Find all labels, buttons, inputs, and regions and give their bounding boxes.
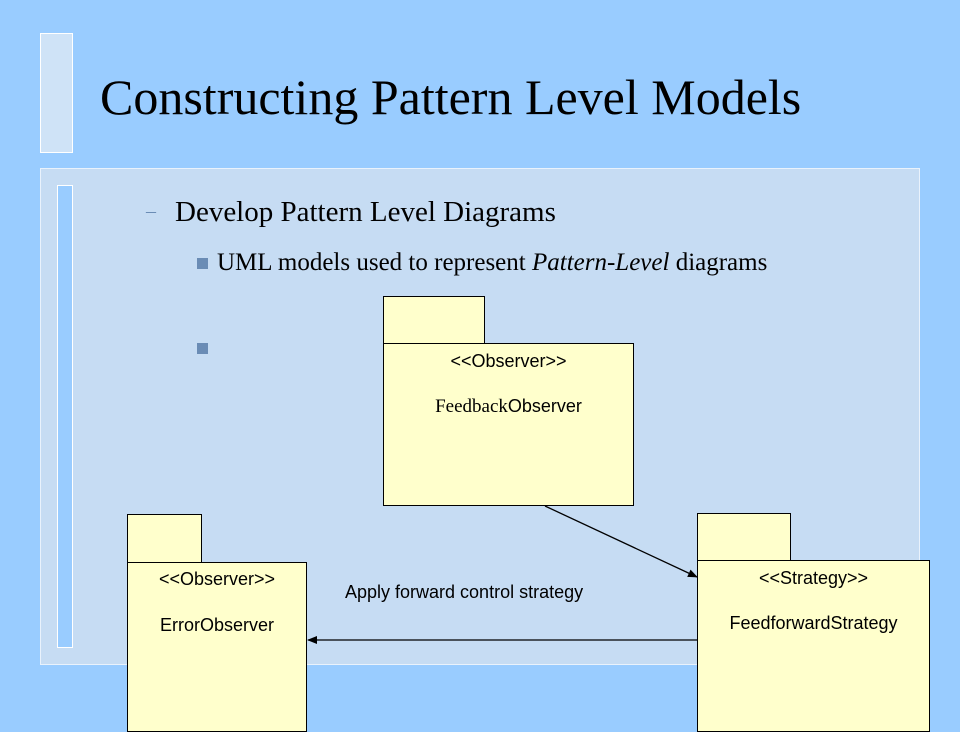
package-tab-error-observer [127, 514, 202, 564]
stereotype-label: <<Observer>> [158, 569, 276, 589]
bullet-level2-uml: UML models used to represent Pattern-Lev… [217, 245, 817, 281]
stereotype-label: <<Observer>> [450, 351, 567, 371]
package-feedback-observer[interactable] [383, 343, 634, 506]
bullet-text-pre: UML models used to represent [217, 249, 532, 276]
square-bullet-icon [197, 258, 208, 269]
bullet-text-post: diagrams [669, 249, 768, 276]
content-accent-bar [57, 185, 73, 648]
square-bullet-icon [197, 343, 208, 354]
slide-title: Constructing Pattern Level Models [100, 69, 802, 125]
class-name-label: FeedforwardStrategy [729, 613, 898, 633]
package-feedforward-strategy[interactable] [697, 560, 930, 732]
package-tab-feedback-observer [383, 296, 485, 345]
stereotype-label: <<Strategy>> [758, 568, 869, 588]
class-name-label: FeedbackObserver [435, 396, 582, 417]
package-tab-feedforward-strategy [697, 513, 791, 562]
bullet-level1: Develop Pattern Level Diagrams [175, 196, 556, 228]
title-accent-bar [40, 33, 73, 153]
dash-bullet-icon: – [146, 200, 156, 222]
bullet-text-em: Pattern-Level [531, 249, 670, 276]
association-label: Apply forward control strategy [345, 582, 584, 602]
class-name-label: ErrorObserver [159, 615, 275, 635]
